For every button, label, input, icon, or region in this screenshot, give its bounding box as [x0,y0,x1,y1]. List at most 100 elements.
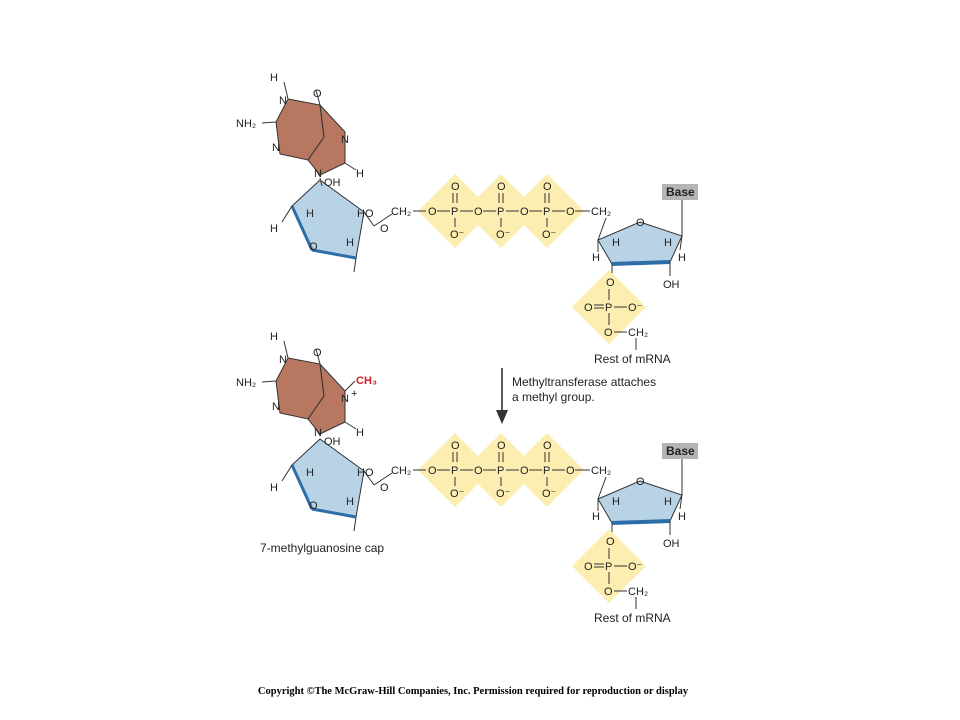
reaction-arrow-head [496,410,508,424]
bottom-p-3: P [543,465,550,477]
top-sugar-h3: H [346,237,354,249]
top-o-minus-3: O⁻ [542,229,557,241]
bottom-n7: N [341,393,349,405]
bottom-nuc-o-double: O [584,561,593,573]
bottom-structure: H N O NH₂ N N + CH₃ H N OH H H HO H O O [236,331,698,625]
bottom-nuc-oh: OH [663,538,680,550]
top-p-2: P [497,206,504,218]
bottom-sugar-o-ring: O [309,500,318,512]
bottom-n1: N [279,354,287,366]
bottom-guanine-base: H N O NH₂ N N + CH₃ H N [236,331,377,439]
bottom-p-2: P [497,465,504,477]
top-nuc-h-left: H [592,252,600,264]
top-nuc-o-minus: O⁻ [628,302,643,314]
bottom-o-minus-1: O⁻ [450,488,465,500]
bottom-nuc-p: P [605,561,612,573]
bottom-ch2-left: CH₂ [391,465,411,477]
bottom-o-link-1: O [428,465,437,477]
bottom-nuc-h1: H [664,496,672,508]
bottom-n3: N [272,401,280,413]
top-ribose-sugar: OH H H HO H O O [270,177,393,273]
bottom-o-minus-3: O⁻ [542,488,557,500]
top-o-top-2: O [497,181,506,193]
bottom-o-top-3: O [543,440,552,452]
bottom-sugar-o5: O [380,482,389,494]
top-nuc-o-upper: O [606,277,615,289]
cap-label: 7-methylguanosine cap [260,541,384,555]
bottom-p-1: P [451,465,458,477]
bottom-nuc-h-inner: H [612,496,620,508]
bottom-o-link-4: O [566,465,575,477]
top-o-top-1: O [451,181,460,193]
top-n1: N [279,95,287,107]
top-o-minus-1: O⁻ [450,229,465,241]
bottom-base-label: Base [666,444,695,458]
top-nuc-o-ring: O [636,217,645,229]
bottom-nuc-ch2: CH₂ [628,586,648,598]
top-base-label: Base [666,185,695,199]
bottom-nuc-o-lower: O [604,586,613,598]
bottom-o-top-1: O [451,440,460,452]
top-h-top: H [270,72,278,84]
top-nuc-h-inner: H [612,237,620,249]
top-nuc-o-double: O [584,302,593,314]
top-nuc-ch2: CH₂ [628,327,648,339]
bottom-ribose-sugar: OH H H HO H O O 7-methylguanosine cap [260,436,393,555]
bottom-n7-charge: + [351,388,357,400]
bottom-o6: O [313,347,322,359]
top-h8: H [356,168,364,180]
top-o-top-3: O [543,181,552,193]
top-sugar-h1: H [306,208,314,220]
top-n7: N [341,134,349,146]
bottom-rest-of-mrna: Rest of mRNA [594,611,671,625]
top-o6: O [313,88,322,100]
top-o-link-4: O [566,206,575,218]
bottom-nuc-h-right: H [678,511,686,523]
bottom-n9: N [314,427,322,439]
top-o-minus-2: O⁻ [496,229,511,241]
top-structure: H N O NH₂ N N H N OH H H HO H O O [236,72,698,366]
top-n3: N [272,142,280,154]
top-nuc-p: P [605,302,612,314]
bottom-nuc-o-ring: O [636,476,645,488]
top-o-link-2: O [474,206,483,218]
top-sugar-o-ring: O [309,241,318,253]
top-ch2-left: CH₂ [391,206,411,218]
bottom-sugar-oh: OH [324,436,341,448]
bottom-nuc-o-upper: O [606,536,615,548]
top-nuc-h-right: H [678,252,686,264]
bottom-o-link-2: O [474,465,483,477]
top-p-3: P [543,206,550,218]
bottom-nuc-h-left: H [592,511,600,523]
bottom-sugar-h1: H [306,467,314,479]
bottom-nuc-o-minus: O⁻ [628,561,643,573]
top-nuc-o-lower: O [604,327,613,339]
top-p-1: P [451,206,458,218]
top-sugar-ho: HO [357,208,374,220]
copyright-notice: Copyright ©The McGraw-Hill Companies, In… [257,686,689,697]
arrow-label-line1: Methyltransferase attaches [512,375,656,389]
top-nuc-h1: H [664,237,672,249]
bottom-o-top-2: O [497,440,506,452]
bottom-ch2-right: CH₂ [591,465,611,477]
bottom-nh2: NH₂ [236,377,256,389]
top-o-link-3: O [520,206,529,218]
top-sugar-o5: O [380,223,389,235]
arrow-label-line2: a methyl group. [512,390,595,404]
top-rest-of-mrna: Rest of mRNA [594,352,671,366]
bottom-sugar-ho: HO [357,467,374,479]
top-nuc-oh: OH [663,279,680,291]
top-triphosphate: CH₂ O P O P O P O CH₂ O O O [391,174,611,248]
bottom-o-link-3: O [520,465,529,477]
top-sugar-oh: OH [324,177,341,189]
top-o-link-1: O [428,206,437,218]
top-n9: N [314,168,322,180]
methylation-step: Methyltransferase attaches a methyl grou… [496,368,656,424]
top-nh2: NH₂ [236,118,256,130]
bottom-triphosphate: CH₂ O P O P O P O CH₂ O O O O⁻ [391,433,611,507]
top-sugar-h-left: H [270,223,278,235]
bottom-base-tag [662,443,698,459]
bottom-sugar-h3: H [346,496,354,508]
bottom-h8: H [356,427,364,439]
